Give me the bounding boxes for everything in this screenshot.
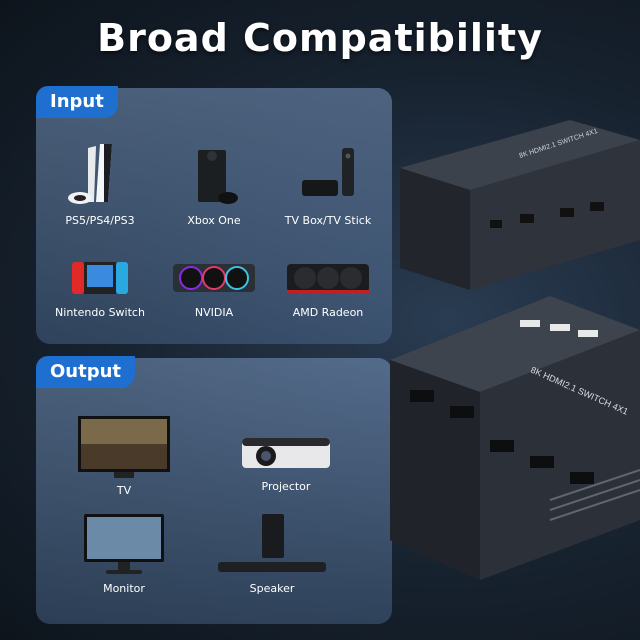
input-tab: Input bbox=[36, 86, 118, 118]
input-label: PS5/PS4/PS3 bbox=[65, 214, 135, 227]
xbox-icon bbox=[198, 150, 238, 204]
hdmi-switch-illustration: 8K HDMI2.1 SWITCH 4X1 8K HDMI2.1 SWITCH … bbox=[390, 110, 640, 630]
output-label: Speaker bbox=[249, 582, 295, 595]
projector-icon bbox=[242, 438, 330, 468]
output-item-projector: Projector bbox=[226, 426, 346, 493]
page-title: Broad Compatibility bbox=[97, 16, 543, 60]
input-item-nvidia: NVIDIA bbox=[154, 252, 274, 319]
speaker-icon bbox=[218, 514, 326, 572]
monitor-icon bbox=[84, 514, 164, 574]
input-label: AMD Radeon bbox=[292, 306, 364, 319]
input-label: TV Box/TV Stick bbox=[284, 214, 372, 227]
output-panel: Output TV Projector Monitor bbox=[36, 356, 392, 624]
input-item-tv-box: TV Box/TV Stick bbox=[268, 140, 388, 227]
output-item-monitor: Monitor bbox=[64, 512, 184, 595]
nvidia-gpu-icon bbox=[173, 264, 255, 292]
tv-icon bbox=[78, 416, 170, 478]
output-label: Projector bbox=[261, 480, 311, 493]
output-label: TV bbox=[116, 484, 132, 497]
input-item-nintendo-switch: Nintendo Switch bbox=[40, 252, 160, 319]
playstation-icon bbox=[68, 144, 112, 204]
nintendo-switch-icon bbox=[72, 262, 128, 294]
input-label: Nintendo Switch bbox=[55, 306, 145, 319]
output-tab: Output bbox=[36, 356, 136, 388]
output-item-tv: TV bbox=[64, 414, 184, 497]
hdmi-switch-image: 8K HDMI2.1 SWITCH 4X1 8K HDMI2.1 SWITCH … bbox=[390, 120, 640, 580]
output-item-speaker: Speaker bbox=[212, 512, 332, 595]
amd-gpu-icon bbox=[287, 264, 369, 293]
input-label: NVIDIA bbox=[194, 306, 234, 319]
output-label: Monitor bbox=[103, 582, 145, 595]
input-panel: Input PS5/PS4/PS3 Xbox One TV Box/TV Sti… bbox=[36, 86, 392, 344]
tv-box-icon bbox=[302, 148, 354, 196]
input-item-playstation: PS5/PS4/PS3 bbox=[40, 140, 160, 227]
input-item-amd: AMD Radeon bbox=[268, 252, 388, 319]
input-item-xbox: Xbox One bbox=[154, 140, 274, 227]
input-label: Xbox One bbox=[187, 214, 241, 227]
